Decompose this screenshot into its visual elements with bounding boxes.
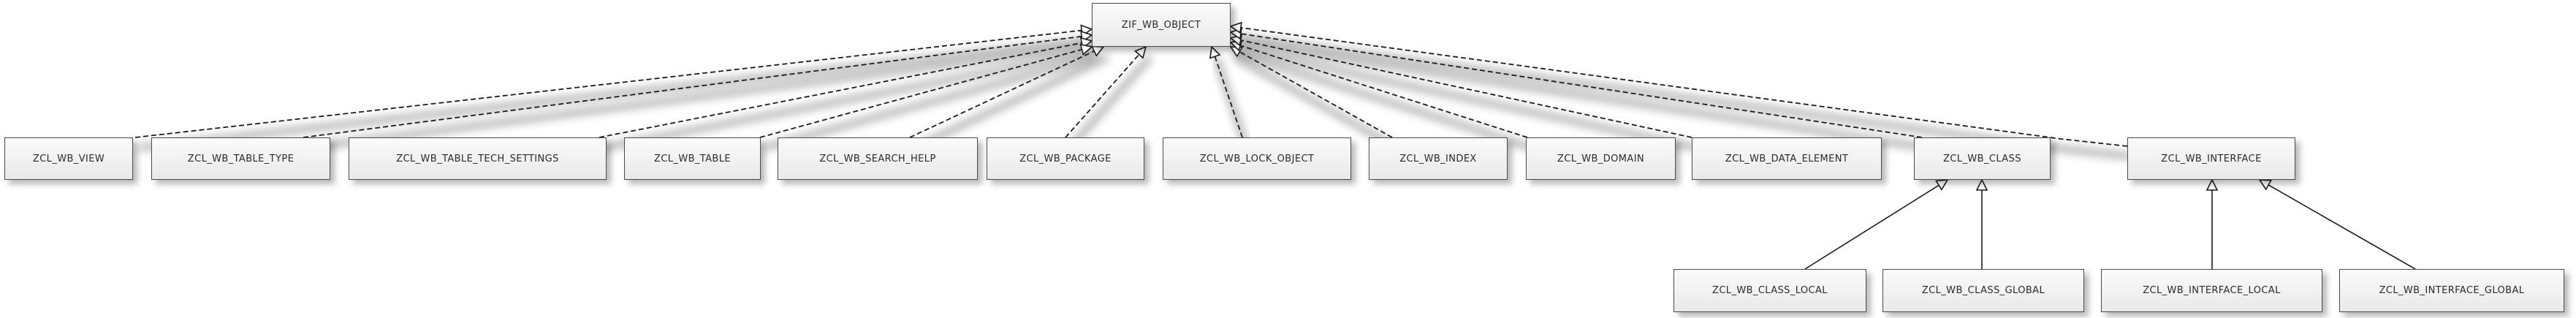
realization-edge-zcl-wb-domain bbox=[1230, 42, 1528, 138]
edge-shadow bbox=[603, 48, 1097, 151]
class-label: ZCL_WB_INTERFACE bbox=[2161, 153, 2262, 164]
class-label: ZIF_WB_OBJECT bbox=[1121, 19, 1201, 31]
class-box-zcl-wb-table-tech-settings[interactable]: ZCL_WB_TABLE_TECH_SETTINGS bbox=[349, 137, 607, 180]
realization-edge-zcl-wb-table-tech-settings bbox=[599, 40, 1093, 138]
class-box-zcl-wb-class-global[interactable]: ZCL_WB_CLASS_GLOBAL bbox=[1882, 269, 2084, 312]
generalization-edge-zcl-wb-interface-global bbox=[2259, 179, 2416, 270]
arrowhead-icon bbox=[2258, 179, 2272, 191]
arrowhead-icon bbox=[1079, 43, 1093, 56]
edge-shadow bbox=[307, 42, 1097, 151]
realization-edge-zcl-wb-class bbox=[1230, 31, 1923, 138]
class-box-zcl-wb-package[interactable]: ZCL_WB_PACKAGE bbox=[987, 137, 1144, 180]
class-box-zcl-wb-class-local[interactable]: ZCL_WB_CLASS_LOCAL bbox=[1673, 269, 1866, 312]
edge-shadow bbox=[1234, 54, 1398, 151]
class-box-zcl-wb-data-element[interactable]: ZCL_WB_DATA_ELEMENT bbox=[1692, 137, 1882, 180]
class-box-zcl-wb-interface[interactable]: ZCL_WB_INTERFACE bbox=[2127, 137, 2295, 180]
edge-shadow bbox=[1234, 34, 2132, 159]
class-label: ZCL_WB_TABLE_TYPE bbox=[187, 153, 295, 164]
realization-edge-zcl-wb-index bbox=[1230, 46, 1393, 138]
class-label: ZCL_WB_INTERFACE_LOCAL bbox=[2143, 285, 2281, 296]
edge-shadow bbox=[139, 37, 1097, 151]
class-box-zcl-wb-class[interactable]: ZCL_WB_CLASS bbox=[1914, 137, 2051, 180]
class-label: ZCL_WB_DOMAIN bbox=[1557, 153, 1645, 164]
generalization-edge-zcl-wb-class-local bbox=[1804, 179, 1948, 270]
class-label: ZCL_WB_INDEX bbox=[1399, 153, 1477, 164]
edge-shadows bbox=[139, 34, 2132, 159]
edge-shadow bbox=[1234, 39, 1927, 151]
arrowhead-icon bbox=[1975, 178, 1988, 191]
edges bbox=[134, 21, 2416, 270]
arrowhead-icon bbox=[1209, 45, 1221, 59]
class-label: ZCL_WB_SEARCH_HELP bbox=[819, 153, 936, 164]
class-box-zcl-wb-interface-global[interactable]: ZCL_WB_INTERFACE_GLOBAL bbox=[2339, 269, 2564, 312]
class-label: ZCL_WB_LOCK_OBJECT bbox=[1199, 153, 1315, 164]
edge-shadow bbox=[1213, 56, 1250, 149]
class-label: ZCL_WB_VIEW bbox=[32, 153, 105, 164]
realization-edge-zcl-wb-view bbox=[134, 29, 1093, 138]
arrowhead-icon bbox=[1133, 45, 1147, 59]
class-box-zif-wb-object[interactable]: ZIF_WB_OBJECT bbox=[1092, 3, 1231, 47]
class-box-zcl-wb-search-help[interactable]: ZCL_WB_SEARCH_HELP bbox=[778, 137, 978, 180]
class-label: ZCL_WB_TABLE_TECH_SETTINGS bbox=[396, 153, 559, 164]
class-box-zcl-wb-view[interactable]: ZCL_WB_VIEW bbox=[4, 137, 133, 180]
class-box-zcl-wb-table-type[interactable]: ZCL_WB_TABLE_TYPE bbox=[151, 137, 330, 180]
arrowhead-icon bbox=[1935, 179, 1949, 191]
class-label: ZCL_WB_INTERFACE_GLOBAL bbox=[2379, 285, 2525, 296]
edge-shadow bbox=[1234, 50, 1533, 151]
class-box-zcl-wb-interface-local[interactable]: ZCL_WB_INTERFACE_LOCAL bbox=[2101, 269, 2322, 312]
class-label: ZCL_WB_DATA_ELEMENT bbox=[1725, 153, 1849, 164]
realization-edge-zcl-wb-table bbox=[759, 46, 1093, 138]
class-label: ZCL_WB_CLASS_LOCAL bbox=[1712, 285, 1828, 296]
edge-shadow bbox=[763, 54, 1098, 151]
class-box-zcl-wb-index[interactable]: ZCL_WB_INDEX bbox=[1369, 137, 1508, 180]
realization-edge-zcl-wb-search-help bbox=[909, 46, 1104, 138]
class-box-zcl-wb-lock-object[interactable]: ZCL_WB_LOCK_OBJECT bbox=[1163, 137, 1351, 180]
edge-shadow bbox=[1234, 45, 1697, 151]
class-label: ZCL_WB_CLASS bbox=[1943, 153, 2021, 164]
class-box-zcl-wb-domain[interactable]: ZCL_WB_DOMAIN bbox=[1526, 137, 1676, 180]
realization-edge-zcl-wb-interface bbox=[1230, 26, 2128, 147]
class-label: ZCL_WB_CLASS_GLOBAL bbox=[1921, 285, 2045, 296]
arrowhead-icon bbox=[2205, 178, 2219, 191]
realization-edge-zcl-wb-table-type bbox=[303, 34, 1093, 138]
class-label: ZCL_WB_TABLE bbox=[654, 153, 731, 164]
class-box-zcl-wb-table[interactable]: ZCL_WB_TABLE bbox=[624, 137, 761, 180]
edge-shadow bbox=[1068, 55, 1152, 150]
realization-edge-zcl-wb-data-element bbox=[1230, 37, 1692, 138]
realization-edge-zcl-wb-package bbox=[1065, 46, 1147, 138]
edge-shadow bbox=[913, 54, 1109, 151]
arrowhead-icon bbox=[1229, 21, 1242, 34]
class-label: ZCL_WB_PACKAGE bbox=[1019, 153, 1112, 164]
